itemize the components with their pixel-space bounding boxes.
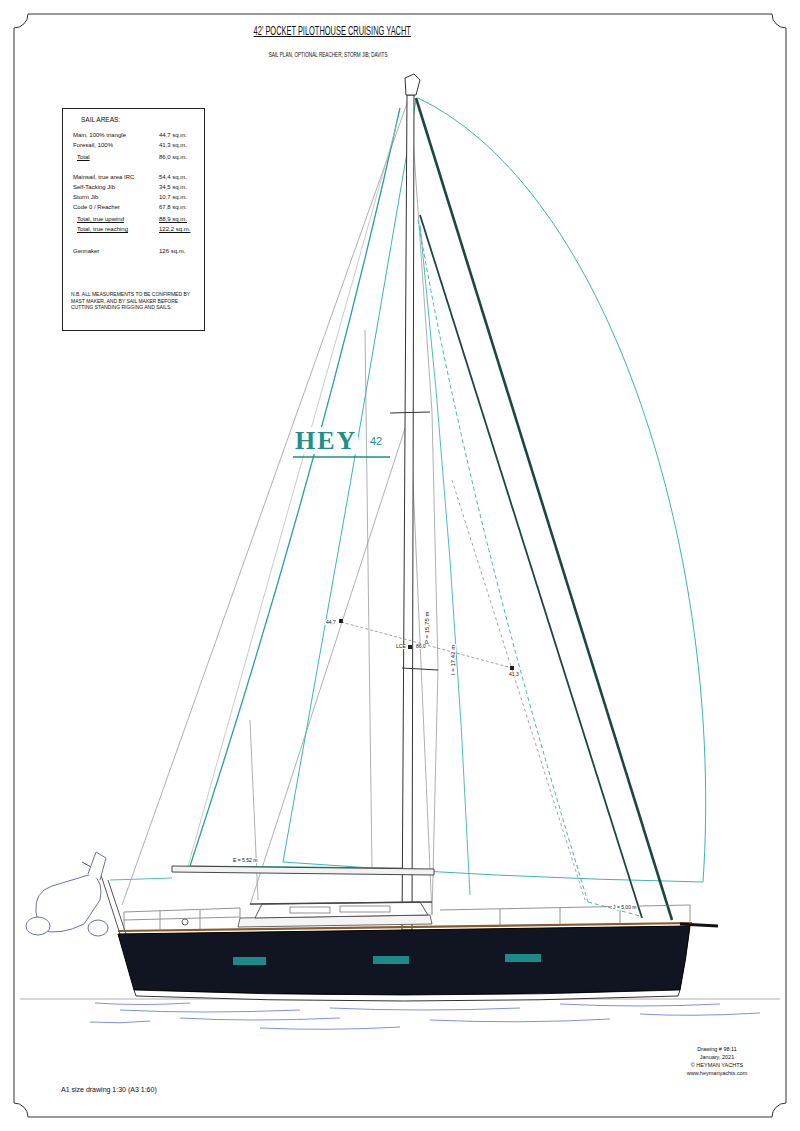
area-value: 67,8 sq.m. xyxy=(159,204,187,210)
area-callout: 44,7 xyxy=(325,620,337,625)
forestay xyxy=(416,98,672,920)
copyright: © HEYMAN YACHTS xyxy=(690,1063,744,1069)
drawing-number: Drawing # 98:11 xyxy=(696,1047,738,1053)
area-value: 86,0 sq.m. xyxy=(159,154,187,160)
lifelines xyxy=(124,905,690,932)
logo-number: 42 xyxy=(369,436,383,448)
scale-note: A1 size drawing 1:30 (A3 1:60) xyxy=(60,1086,158,1093)
sail-name: Mainsail, true area IRC xyxy=(73,174,134,180)
area-value: 54,4 sq.m. xyxy=(159,174,187,180)
sail-name: Total, true reaching xyxy=(77,226,128,232)
sail-name: Main, 100% triangle xyxy=(73,132,126,138)
mainsail xyxy=(188,108,404,868)
bowsprit xyxy=(680,924,718,926)
table-heading: SAIL AREAS: xyxy=(81,117,120,124)
drawing-title: 42' POCKET PILOTHOUSE CRUISING YACHT xyxy=(253,25,412,38)
winch xyxy=(182,919,188,925)
gennaker xyxy=(283,98,706,882)
hull xyxy=(118,926,690,995)
hardtop xyxy=(250,902,432,904)
dimension-label: I = 17,42 m xyxy=(450,644,456,676)
dinghy xyxy=(26,852,108,936)
sail-name: Gennaker xyxy=(73,248,99,254)
boom xyxy=(172,866,434,875)
dimension-label: J = 5,00 m xyxy=(612,905,637,910)
area-value: 44,7 sq.m. xyxy=(159,132,187,138)
drawing-date: January, 2021 xyxy=(699,1055,735,1061)
ce-point xyxy=(339,619,343,623)
drawing-subtitle: SAIL PLAN, OPTIONAL REACHER; STORM JIB; … xyxy=(268,51,388,58)
portlight xyxy=(505,954,541,962)
portlight xyxy=(233,957,266,965)
masthead xyxy=(405,74,420,95)
sail-name: Total, true upwind xyxy=(77,216,124,222)
area-value: 122,2 sq.m. xyxy=(159,226,190,232)
area-value: 126 sq.m. xyxy=(159,248,185,254)
portlight xyxy=(373,956,409,964)
window xyxy=(290,907,330,913)
area-callout: LCE xyxy=(395,644,407,649)
sail-name: Code 0 / Reacher xyxy=(73,204,120,210)
frame xyxy=(14,14,786,1117)
sail-name: Total xyxy=(77,154,90,160)
headsails xyxy=(418,220,640,916)
ce-point xyxy=(408,645,412,649)
mast xyxy=(402,95,414,930)
inner-forestay xyxy=(420,215,642,918)
dimension-label: P = 15,75 m xyxy=(424,611,430,645)
dimension-label: E = 5,52 m xyxy=(232,858,258,863)
area-value: 10,7 sq.m. xyxy=(159,194,187,200)
water-lines xyxy=(90,1003,760,1029)
sail-name: Foresail, 100% xyxy=(73,142,113,148)
sail-areas-table: SAIL AREAS: Main, 100% triangle 44,7 sq.m.… xyxy=(62,108,205,331)
area-value: 88,9 sq.m. xyxy=(159,216,187,222)
logo-rule xyxy=(293,456,390,458)
area-callout: 86,0 xyxy=(415,644,427,649)
spreader xyxy=(390,412,430,413)
area-value: 34,5 sq.m. xyxy=(159,184,187,190)
logo-text: HEY xyxy=(294,427,358,454)
window xyxy=(340,906,390,912)
area-callout: 41,3 xyxy=(508,672,520,677)
pilothouse xyxy=(255,902,428,918)
sail-name: Storm Jib xyxy=(73,194,98,200)
ce-point xyxy=(510,666,514,670)
table-note: N.B. ALL MEASUREMENTS TO BE CONFIRMED BY… xyxy=(71,291,197,311)
area-value: 41,3 sq.m. xyxy=(159,142,187,148)
website: www.heymanyachts.com xyxy=(686,1071,749,1077)
sail-name: Self-Tacking Jib xyxy=(73,184,115,190)
boot-stripe xyxy=(134,990,680,1001)
spreader xyxy=(402,668,438,670)
mainsheet xyxy=(110,878,172,880)
